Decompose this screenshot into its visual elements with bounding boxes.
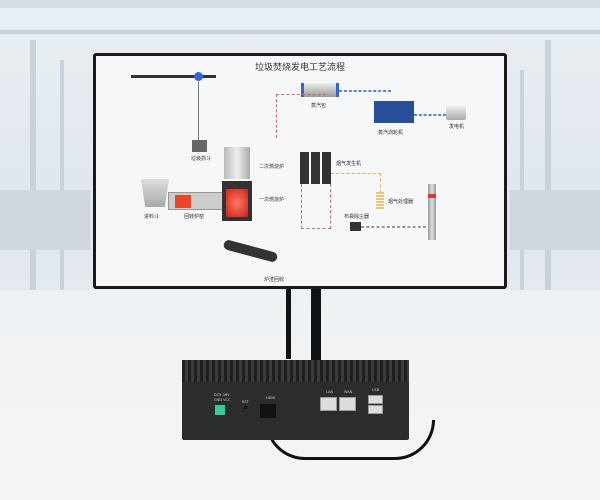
power-terminal[interactable] <box>215 405 225 415</box>
hot-pipe <box>276 94 326 138</box>
primary-furnace <box>222 181 252 221</box>
hot-pipe <box>301 184 331 229</box>
usb-port[interactable] <box>368 405 383 414</box>
feed-hopper-label: 进料斗 <box>144 214 160 220</box>
wan-label: WAN <box>344 390 353 394</box>
slag-recovery-label: 炉渣回收 <box>264 277 285 283</box>
wan-port[interactable] <box>339 397 356 411</box>
flue-gas-generator-label: 烟气发生机 <box>336 161 362 167</box>
crane-trolley <box>194 72 203 81</box>
power-pins-label: GND VCC <box>214 398 231 402</box>
exhaust-pipe <box>361 226 426 228</box>
screen-title: 垃圾焚烧发电工艺流程 <box>254 63 345 73</box>
chimney <box>428 184 436 240</box>
chimney-stripe <box>428 194 436 198</box>
reset-label: RST <box>242 400 249 404</box>
hdmi-cable <box>286 289 291 359</box>
usb-port[interactable] <box>368 395 383 404</box>
hdmi-label: HDMI <box>266 396 276 400</box>
bag-filter-label: 布袋除尘器 <box>344 214 370 220</box>
boiler-tower <box>300 152 309 184</box>
furnace-fire <box>226 189 248 217</box>
garbage-grab-label: 垃圾抓斗 <box>191 156 212 162</box>
kiln-fire <box>175 195 191 208</box>
garbage-grab <box>192 140 207 152</box>
steam-drum-label: 蒸汽包 <box>311 103 327 109</box>
scada-screen: 垃圾焚烧发电工艺流程 垃圾抓斗 进料斗 回转炉窑 二次燃烧炉 一次燃烧炉 炉渣回… <box>96 56 504 286</box>
crane-rail <box>131 75 216 78</box>
flue-gas-treatment <box>376 192 384 210</box>
ceiling <box>0 0 600 8</box>
monitor: 垃圾焚烧发电工艺流程 垃圾抓斗 进料斗 回转炉窑 二次燃烧炉 一次燃烧炉 炉渣回… <box>93 53 507 289</box>
feed-hopper <box>141 179 169 207</box>
usb-label: USB <box>372 388 380 392</box>
primary-furnace-label: 一次燃烧炉 <box>259 197 285 203</box>
machinery <box>0 190 90 250</box>
generator-label: 发电机 <box>449 124 465 130</box>
ceiling-beam <box>0 30 600 34</box>
lan-label: LAN <box>326 390 334 394</box>
secondary-furnace-label: 二次燃烧炉 <box>259 164 285 170</box>
secondary-furnace <box>224 147 250 179</box>
gas-pipe <box>331 173 381 193</box>
lan-port[interactable] <box>320 397 337 411</box>
pillar <box>545 40 551 290</box>
steam-pipe <box>339 90 391 92</box>
rotary-kiln <box>168 192 223 210</box>
boiler-tower <box>311 152 320 184</box>
bag-filter <box>350 222 361 231</box>
pillar <box>30 40 36 290</box>
machinery <box>510 190 600 250</box>
heatsink-fins <box>182 360 409 382</box>
mini-pc: DC9-36V GND VCC RST HDMI LAN WAN USB <box>182 360 409 440</box>
hdmi-port[interactable] <box>260 404 276 418</box>
steam-turbine-label: 蒸汽涡轮机 <box>378 130 404 136</box>
usb-cable <box>311 289 321 363</box>
generator <box>446 106 466 120</box>
slag-conveyor <box>222 239 279 263</box>
power-label: DC9-36V <box>214 393 230 397</box>
rotary-kiln-label: 回转炉窑 <box>184 214 205 220</box>
pillar <box>60 60 64 290</box>
boiler-tower <box>322 152 331 184</box>
steam-drum <box>301 83 339 97</box>
crane-cable <box>198 81 199 141</box>
pillar <box>520 70 524 290</box>
power-pipe <box>414 114 446 116</box>
steam-turbine <box>374 101 414 123</box>
reset-button[interactable] <box>244 406 247 409</box>
flue-gas-treatment-label: 烟气处理器 <box>388 199 414 205</box>
